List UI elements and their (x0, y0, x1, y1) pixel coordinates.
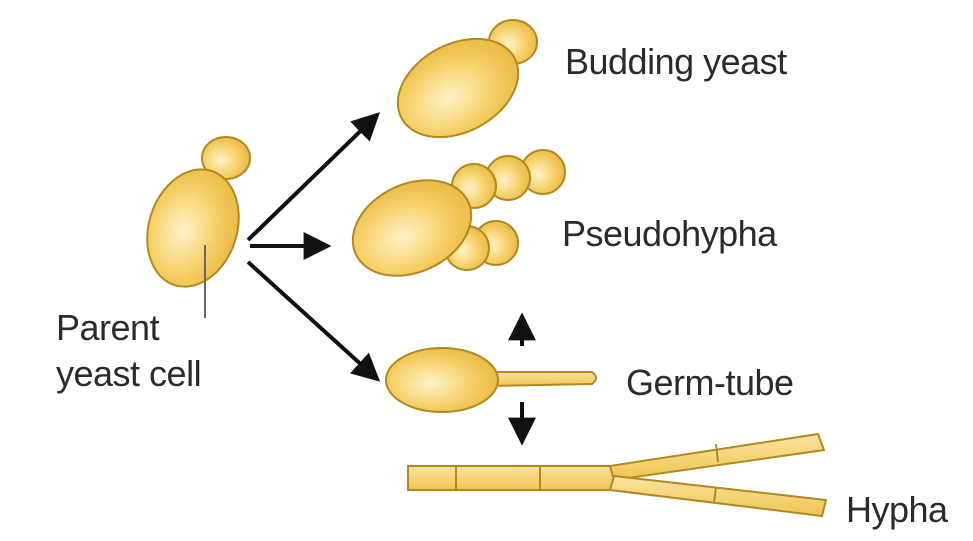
arrow-to-germ-tube (246, 260, 381, 382)
label-parent-line1: Parent (56, 307, 160, 348)
pseudohypha-cell (351, 149, 566, 277)
label-parent-line2: yeast cell (56, 353, 202, 394)
germ-tube-cell (385, 347, 597, 413)
germ-tube-filament (487, 371, 597, 388)
arrow-to-budding (246, 112, 381, 242)
hypha-trunk (407, 465, 619, 491)
label-budding-yeast: Budding yeast (565, 41, 787, 82)
label-hypha: Hypha (846, 489, 948, 530)
transition-arrows (246, 112, 536, 446)
hypha-filament (407, 432, 828, 518)
parent-mother-cell (146, 168, 240, 288)
hypha-septum-3 (715, 443, 719, 463)
parent-yeast-cell (146, 136, 251, 318)
hypha-septum-4 (713, 486, 717, 504)
label-pseudohypha: Pseudohypha (562, 213, 777, 254)
label-germ-tube: Germ-tube (626, 362, 794, 403)
hypha-branch-lower (608, 474, 828, 518)
pseudohypha-mother-cell (351, 179, 473, 277)
budding-yeast-cell (396, 19, 538, 139)
budding-mother-cell (396, 37, 520, 139)
germ-tube-mother-cell (385, 347, 499, 413)
